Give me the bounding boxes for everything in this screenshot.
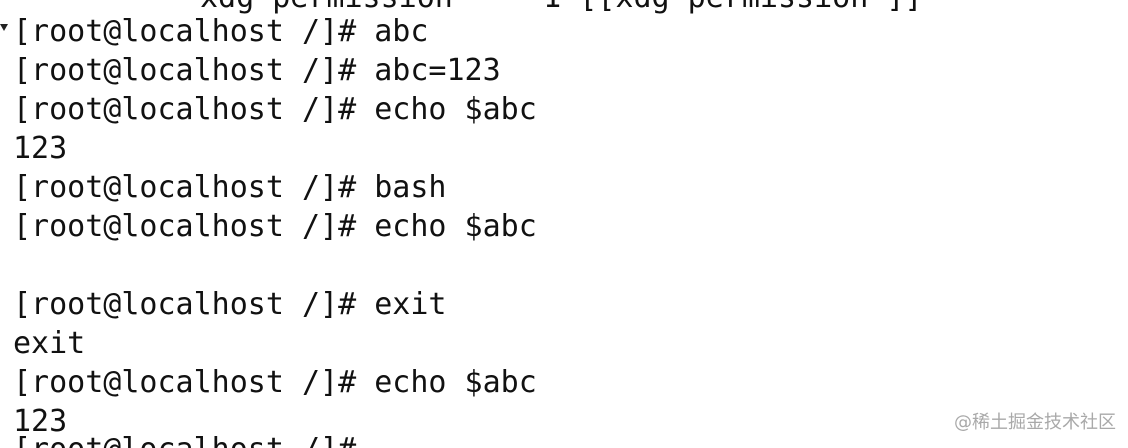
terminal-line-4: 123 xyxy=(13,131,68,166)
terminal-line-9: exit xyxy=(13,326,86,361)
terminal-line-cut-bottom: [root@localhost /]# xyxy=(13,430,374,448)
terminal-line-1: [root@localhost /]# abc xyxy=(13,14,429,49)
terminal-line-11: 123 xyxy=(13,404,68,439)
watermark: @稀土掘金技术社区 xyxy=(954,412,1116,433)
terminal-line-8: [root@localhost /]# exit xyxy=(13,287,447,322)
terminal-line-10: [root@localhost /]# echo $abc xyxy=(13,365,537,400)
terminal-line-2: [root@localhost /]# abc=123 xyxy=(13,53,501,88)
terminal-line-3: [root@localhost /]# echo $abc xyxy=(13,92,537,127)
margin-marker-icon xyxy=(0,24,8,31)
terminal-line-5: [root@localhost /]# bash xyxy=(13,170,447,205)
terminal-line-6: [root@localhost /]# echo $abc xyxy=(13,209,537,244)
terminal-line-cut-top: xdg-permission 1 [[xdg-permission-]] xyxy=(200,0,922,17)
